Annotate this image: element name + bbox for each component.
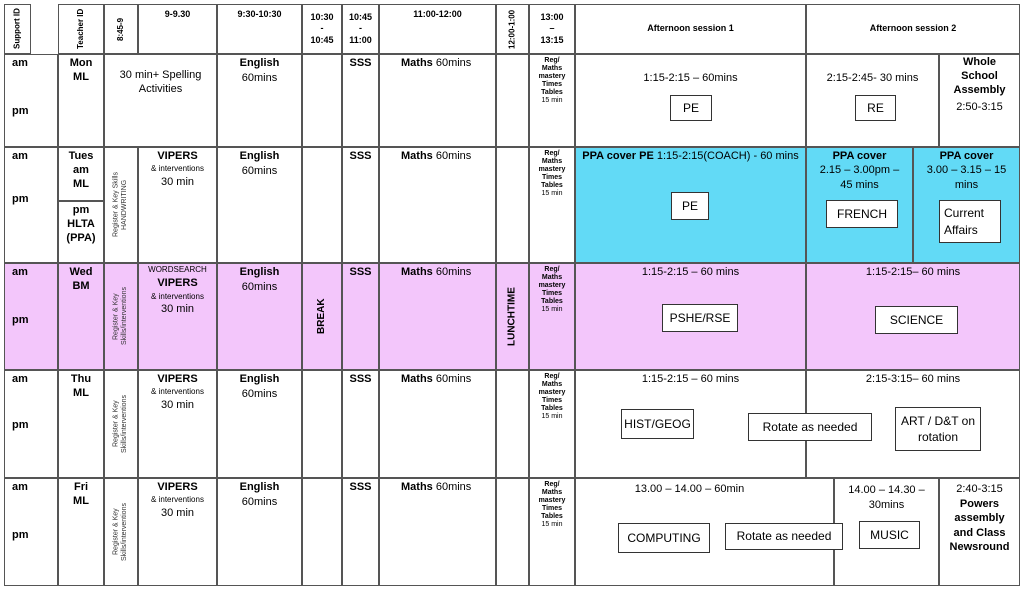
header-teacher-id: Teacher ID: [58, 4, 104, 54]
wed-ampm: am pm: [4, 263, 58, 370]
header-afternoon-2: Afternoon session 2: [806, 4, 1020, 54]
thu-afternoon-1: 1:15-2:15 – 60 mins HIST/GEOG: [575, 370, 806, 478]
header-time-900: 9-9.30: [138, 4, 217, 54]
header-time-845: 8:45-9: [104, 4, 138, 54]
wed-afternoon-1: 1:15-2:15 – 60 mins PSHE/RSE: [575, 263, 806, 370]
thu-rotate-box: Rotate as needed: [748, 413, 872, 441]
break-wed: BREAK: [302, 263, 342, 370]
fri-english: English 60mins: [217, 478, 302, 586]
wed-english: English 60mins: [217, 263, 302, 370]
fri-maths: Maths 60mins: [379, 478, 496, 586]
tue-teacher-pm: pm HLTA (PPA): [58, 201, 104, 263]
header-time-1100: 11:00-12:00: [379, 4, 496, 54]
mon-sss: SSS: [342, 54, 379, 147]
mon-ampm: am pm: [4, 54, 58, 147]
mon-pe-box: PE: [670, 95, 712, 121]
mon-assembly: Whole School Assembly 2:50-3:15: [939, 54, 1020, 147]
wed-pshe-box: PSHE/RSE: [662, 304, 738, 332]
tue-teacher-am: Tues am ML: [58, 147, 104, 201]
tue-vipers: VIPERS & interventions 30 min: [138, 147, 217, 263]
break-tue: [302, 147, 342, 263]
mon-afternoon-1: 1:15-2:15 – 60mins PE: [575, 54, 806, 147]
header-time-1030: 10:30 - 10:45: [302, 4, 342, 54]
wed-vipers: WORDSEARCH VIPERS & interventions 30 min: [138, 263, 217, 370]
wed-afternoon-2: 1:15-2:15– 60 mins SCIENCE: [806, 263, 1020, 370]
mon-english: English 60mins: [217, 54, 302, 147]
thu-sss: SSS: [342, 370, 379, 478]
thu-ampm: am pm: [4, 370, 58, 478]
header-time-1200: 12:00-1:00: [496, 4, 529, 54]
tue-current-affairs-box: Current Affairs: [939, 200, 1001, 243]
tue-french-box: FRENCH: [826, 200, 898, 228]
mon-maths: Maths 60mins: [379, 54, 496, 147]
wed-maths: Maths 60mins: [379, 263, 496, 370]
tue-ampm: am pm: [4, 147, 58, 263]
lunch-mon: [496, 54, 529, 147]
mon-teacher: Mon ML: [58, 54, 104, 147]
thu-maths: Maths 60mins: [379, 370, 496, 478]
tue-register: Register & Key Skills HANDWRITING: [104, 147, 138, 263]
tue-sss: SSS: [342, 147, 379, 263]
thu-art-dt-box: ART / D&T on rotation: [895, 407, 981, 451]
fri-register: Register & Key Skills/interventions: [104, 478, 138, 586]
wed-register: Register & Key Skills/interventions: [104, 263, 138, 370]
wed-teacher: Wed BM: [58, 263, 104, 370]
lunch-thu: [496, 370, 529, 478]
mon-spelling: 30 min+ Spelling Activities: [104, 54, 217, 147]
lunch-wed: LUNCHTIME: [496, 263, 529, 370]
tue-english: English 60mins: [217, 147, 302, 263]
break-mon: [302, 54, 342, 147]
lunch-tue: [496, 147, 529, 263]
thu-register: Register & Key Skills/interventions: [104, 370, 138, 478]
break-thu: [302, 370, 342, 478]
tue-pe-box: PE: [671, 192, 709, 220]
fri-afternoon-2: 14.00 – 14.30 – 30mins MUSIC: [834, 478, 939, 586]
wed-science-box: SCIENCE: [875, 306, 958, 334]
thu-hist-geog-box: HIST/GEOG: [621, 409, 694, 439]
fri-ampm: am pm: [4, 478, 58, 586]
thu-teacher: Thu ML: [58, 370, 104, 478]
fri-assembly: 2:40-3:15 Powers assembly and Class News…: [939, 478, 1020, 586]
tue-afternoon-3: PPA cover 3.00 – 3.15 – 15 mins Current …: [913, 147, 1020, 263]
thu-english: English 60mins: [217, 370, 302, 478]
mon-re-box: RE: [855, 95, 896, 121]
tue-afternoon-1: PPA cover PE 1:15-2:15(COACH) - 60 mins …: [575, 147, 806, 263]
header-afternoon-1: Afternoon session 1: [575, 4, 806, 54]
tue-maths: Maths 60mins: [379, 147, 496, 263]
fri-sss: SSS: [342, 478, 379, 586]
lunch-fri: [496, 478, 529, 586]
header-time-1045: 10:45 - 11:00: [342, 4, 379, 54]
fri-rotate-box: Rotate as needed: [725, 523, 843, 550]
fri-music-box: MUSIC: [859, 521, 920, 549]
mon-afternoon-2: 2:15-2:45- 30 mins RE: [806, 54, 939, 147]
thu-vipers: VIPERS & interventions 30 min: [138, 370, 217, 478]
tue-afternoon-2: PPA cover 2.15 – 3.00pm – 45 mins FRENCH: [806, 147, 913, 263]
header-support-id: Support ID: [4, 4, 31, 54]
wed-sss: SSS: [342, 263, 379, 370]
header-time-930: 9:30-10:30: [217, 4, 302, 54]
fri-computing-box: COMPUTING: [618, 523, 710, 553]
break-fri: [302, 478, 342, 586]
header-time-1300: 13:00 – 13:15: [529, 4, 575, 54]
fri-vipers: VIPERS & interventions 30 min: [138, 478, 217, 586]
fri-teacher: Fri ML: [58, 478, 104, 586]
